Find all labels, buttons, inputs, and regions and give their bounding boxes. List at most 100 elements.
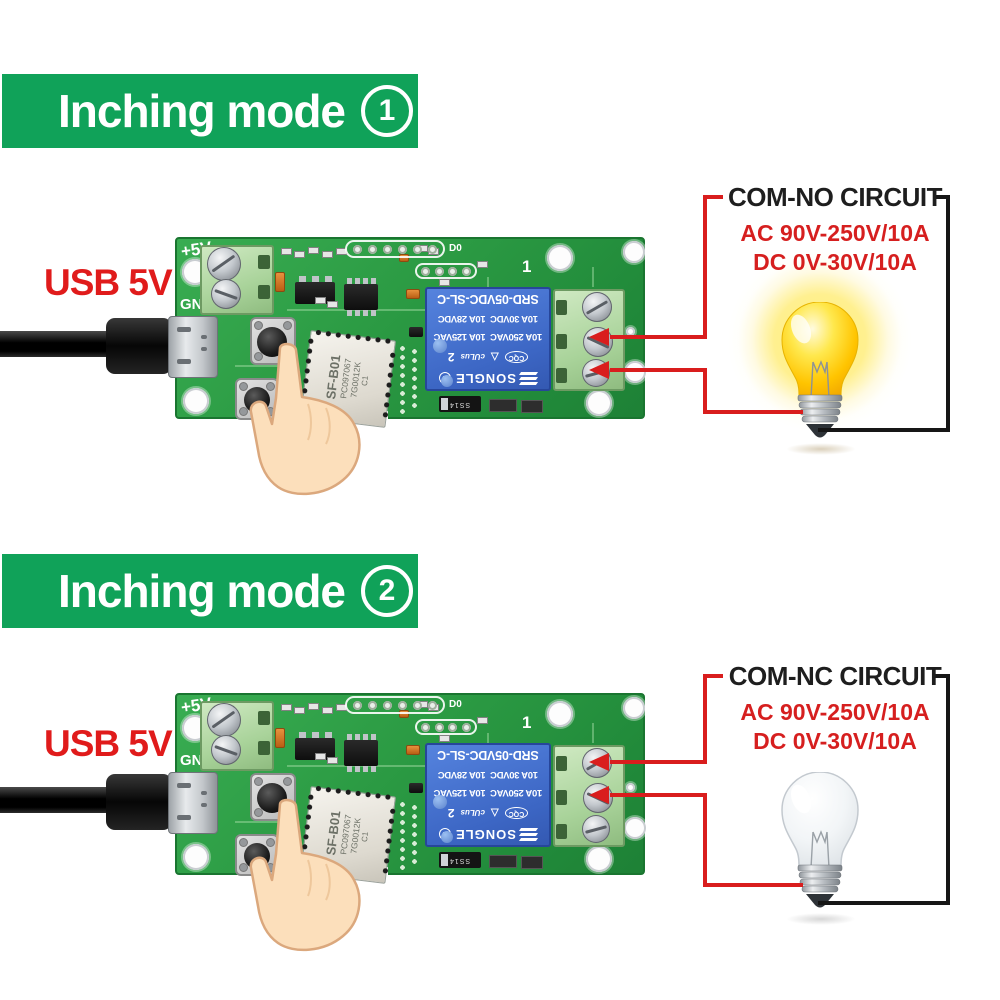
banner-title: Inching mode <box>58 85 346 137</box>
cqc-triangle-icon: △ <box>490 807 499 819</box>
transistor <box>409 783 423 793</box>
silk-channel-label: 1 <box>522 257 532 276</box>
cqc-triangle-icon: △ <box>490 351 499 363</box>
mounting-hole <box>183 844 209 870</box>
red-wire-nc-horizontal <box>610 760 707 764</box>
capacitor <box>275 272 285 292</box>
red-arrowhead-icon <box>589 328 609 346</box>
circled-number-icon: 2 <box>361 565 413 617</box>
mounting-hole <box>624 817 646 839</box>
red-wire-com-horizontal <box>610 335 707 339</box>
mounting-hole <box>586 846 612 872</box>
driver-ic <box>344 740 378 766</box>
relay-dc-rating: 10A 30VDC 10A 28VDC <box>438 769 538 781</box>
circuit-title: COM-NO CIRCUIT <box>728 182 942 212</box>
red-wire-com-vertical <box>703 195 707 339</box>
red-arrowhead-icon <box>589 786 609 804</box>
mounting-hole <box>624 361 646 383</box>
songle-stripes-icon <box>518 372 539 385</box>
via-hole <box>626 783 635 792</box>
transistor <box>409 327 423 337</box>
red-arrowhead-icon <box>589 753 609 771</box>
driver-ic <box>344 284 378 310</box>
relay-module-assembly: +5V GND D0 1 <box>0 693 646 952</box>
black-wire-vertical <box>946 195 950 432</box>
black-bracket-wire <box>934 674 950 678</box>
usb-5v-label: USB 5V <box>44 262 173 303</box>
relay-cert-marks: CQC △ cULus 2 <box>447 349 529 364</box>
pointing-hand-icon <box>249 342 361 496</box>
relay: SONGLE R CQC △ cULus 2 10A 250VAC 10A 12… <box>425 743 551 847</box>
usb-cable <box>0 331 120 357</box>
relay-cert-number: 2 <box>447 349 455 364</box>
black-bracket-wire <box>934 195 950 199</box>
relay-cert-number: 2 <box>447 805 455 820</box>
usb-cable-plug <box>106 774 172 830</box>
capacitor <box>399 710 409 718</box>
black-wire-horizontal <box>818 901 950 905</box>
relay-brand: SONGLE <box>455 371 516 386</box>
red-bracket-wire <box>703 195 723 199</box>
bulb-shadow <box>786 913 856 925</box>
cqc-oval-icon: CQC <box>504 806 529 819</box>
mounting-hole <box>623 697 645 719</box>
relay-model: SRD-05VDC-SL-C <box>437 292 539 306</box>
red-wire-no-vertical <box>703 368 707 414</box>
relay: SONGLE R CQC △ cULus 2 10A 250VAC 10A 12… <box>425 287 551 391</box>
banner-title: Inching mode <box>58 565 346 617</box>
pcb-board: +5V GND D0 1 <box>175 237 646 496</box>
terminal-screw <box>207 703 241 737</box>
relay-brand-row: SONGLE R <box>439 371 539 386</box>
circuit-dc-rating: DC 0V-30V/10A <box>753 249 917 275</box>
mounting-hole <box>547 245 573 271</box>
ul-mark-icon: cULus <box>460 352 485 362</box>
circuit-caption: COM-NO CIRCUIT AC 90V-250V/10A DC 0V-30V… <box>695 182 975 276</box>
relay-module-assembly: +5V GND D0 1 <box>0 237 646 496</box>
relay-ac-rating: 10A 250VAC 10A 125VAC <box>433 331 543 343</box>
gpio-header-row <box>345 696 445 714</box>
red-wire-no-horizontal <box>610 368 707 372</box>
micro-usb-port <box>168 772 218 834</box>
silk-d0-label: D0 <box>449 243 462 254</box>
relay-ac-rating: 10A 250VAC 10A 125VAC <box>433 787 543 799</box>
gpio-header-row <box>345 240 445 258</box>
red-arrowhead-icon <box>589 361 609 379</box>
capacitor <box>275 728 285 748</box>
aux-header-row <box>415 719 477 735</box>
capacitor <box>406 289 420 299</box>
circled-number-icon: 1 <box>361 85 413 137</box>
section-banner: Inching mode 1 <box>2 74 418 148</box>
light-bulb-off <box>781 772 859 908</box>
circuit-ac-rating: AC 90V-250V/10A <box>740 699 930 725</box>
silk-channel-label: 1 <box>522 713 532 732</box>
section-banner: Inching mode 2 <box>2 554 418 628</box>
red-wire-to-bulb <box>703 410 803 414</box>
red-wire-com-vertical <box>703 793 707 887</box>
usb-cable <box>0 787 120 813</box>
terminal-screw-no <box>582 815 610 843</box>
ul-mark-icon: cULus <box>460 808 485 818</box>
mounting-hole <box>623 241 645 263</box>
bulb-shadow <box>786 443 856 455</box>
terminal-screw <box>211 735 241 765</box>
circuit-title: COM-NC CIRCUIT <box>728 661 942 691</box>
mounting-hole <box>183 388 209 414</box>
pcb-board: +5V GND D0 1 <box>175 693 646 952</box>
red-wire-com-horizontal <box>610 793 707 797</box>
pointing-hand-icon <box>249 798 361 952</box>
relay-cert-marks: CQC △ cULus 2 <box>447 805 529 820</box>
cqc-oval-icon: CQC <box>504 350 529 363</box>
aux-header-row <box>415 263 477 279</box>
capacitor <box>406 745 420 755</box>
red-wire-to-bulb <box>703 883 803 887</box>
circuit-ac-rating: AC 90V-250V/10A <box>740 220 930 246</box>
terminal-screw-nc <box>582 292 612 322</box>
songle-stripes-icon <box>518 828 539 841</box>
circuit-dc-rating: DC 0V-30V/10A <box>753 728 917 754</box>
relay-brand: SONGLE <box>455 827 516 842</box>
terminal-screw <box>211 279 241 309</box>
black-wire-vertical <box>946 674 950 905</box>
relay-model: SRD-05VDC-SL-C <box>437 748 539 762</box>
